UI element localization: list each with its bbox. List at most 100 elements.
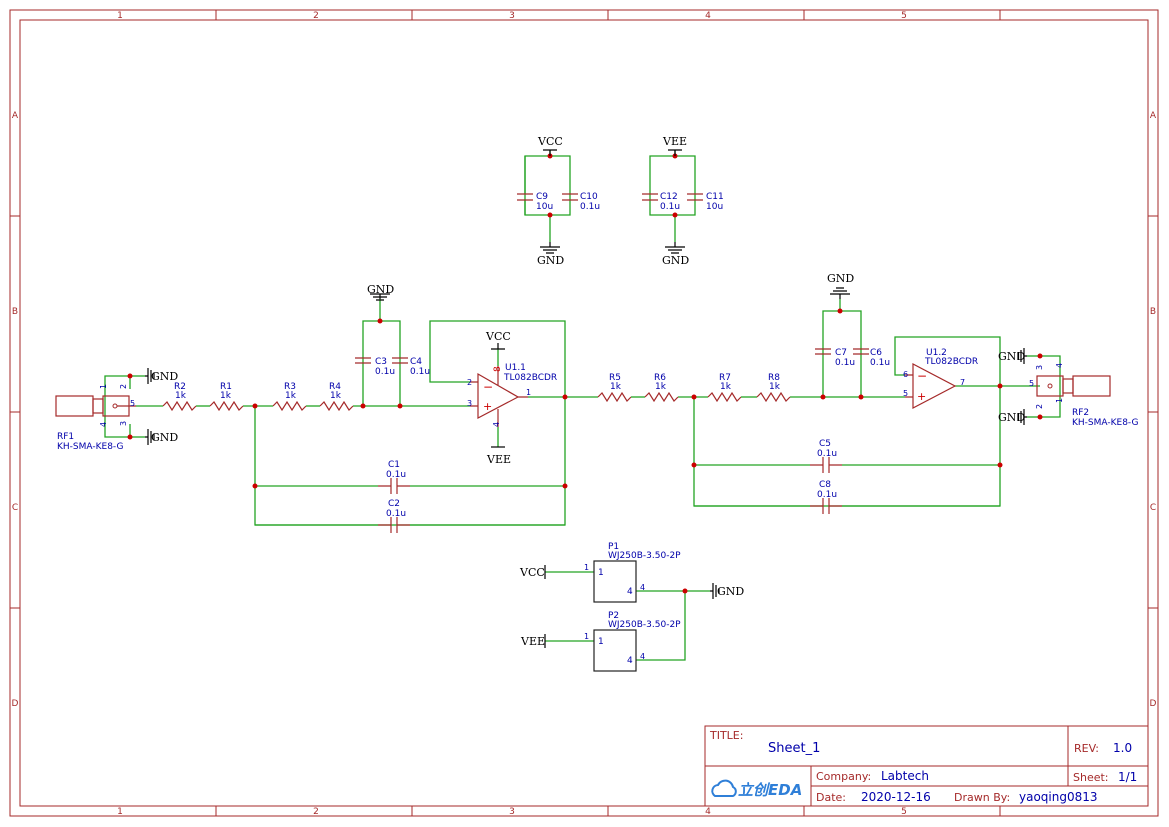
svg-text:+: + bbox=[917, 390, 926, 403]
svg-text:C9: C9 bbox=[536, 192, 548, 202]
svg-text:6: 6 bbox=[903, 370, 908, 379]
svg-text:1k: 1k bbox=[655, 382, 667, 392]
svg-text:4: 4 bbox=[640, 652, 645, 661]
svg-text:0.1u: 0.1u bbox=[870, 358, 890, 368]
u1-1-value: TL082BCDR bbox=[503, 373, 557, 383]
gnd-symbol-rf2-bottom: GND bbox=[998, 409, 1027, 425]
zone-col-4-bottom: 4 bbox=[705, 807, 711, 817]
sma-connector-rf2: 1 2 3 4 5 RF2 KH-SMA-KE8-G bbox=[1029, 363, 1138, 428]
capacitor-c3: C3 0.1u bbox=[355, 357, 395, 377]
svg-text:0.1u: 0.1u bbox=[386, 509, 406, 519]
svg-text:C5: C5 bbox=[819, 439, 831, 449]
svg-text:0.1u: 0.1u bbox=[375, 367, 395, 377]
svg-text:GND: GND bbox=[998, 411, 1025, 424]
svg-text:1: 1 bbox=[598, 568, 604, 578]
title-block: TITLE: Sheet_1 REV: 1.0 Company: Labtech… bbox=[704, 725, 1149, 807]
drawn-by-label: Drawn By: bbox=[954, 791, 1010, 804]
p2-ref: P2 bbox=[608, 611, 619, 621]
vee-symbol-decoupling: VEE bbox=[662, 135, 687, 156]
svg-text:VEE: VEE bbox=[662, 135, 687, 148]
resistor-r2: R2 1k bbox=[162, 382, 197, 412]
zone-col-5-top: 5 bbox=[901, 11, 907, 21]
zone-col-3-top: 3 bbox=[509, 11, 515, 21]
svg-text:R5: R5 bbox=[609, 373, 621, 383]
zone-col-5-bottom: 5 bbox=[901, 807, 907, 817]
svg-text:VCC: VCC bbox=[485, 330, 511, 343]
svg-text:5: 5 bbox=[903, 389, 908, 398]
rev-value: 1.0 bbox=[1113, 741, 1132, 755]
vee-symbol-p2: VEE bbox=[520, 634, 546, 648]
svg-text:4: 4 bbox=[492, 422, 501, 427]
zone-row-a-right: A bbox=[1150, 111, 1157, 121]
resistor-r5: R5 1k bbox=[597, 373, 632, 403]
capacitor-c11: C11 10u bbox=[687, 192, 724, 212]
vee-symbol-u1: VEE bbox=[486, 446, 511, 466]
svg-text:0.1u: 0.1u bbox=[835, 358, 855, 368]
svg-text:R8: R8 bbox=[768, 373, 780, 383]
svg-text:C4: C4 bbox=[410, 357, 422, 367]
svg-text:1k: 1k bbox=[175, 391, 187, 401]
svg-text:4: 4 bbox=[99, 422, 108, 427]
title-label: TITLE: bbox=[709, 729, 743, 742]
svg-text:VEE: VEE bbox=[486, 453, 511, 466]
svg-text:0.1u: 0.1u bbox=[817, 449, 837, 459]
vcc-symbol-decoupling: VCC bbox=[537, 135, 563, 156]
svg-text:C6: C6 bbox=[870, 348, 882, 358]
svg-text:1: 1 bbox=[584, 632, 589, 641]
zone-row-c-left: C bbox=[12, 503, 18, 513]
capacitor-c9: C9 10u bbox=[517, 156, 553, 215]
svg-text:0.1u: 0.1u bbox=[817, 490, 837, 500]
resistor-r6: R6 1k bbox=[631, 373, 679, 403]
company-label: Company: bbox=[816, 770, 871, 783]
zone-col-1-top: 1 bbox=[117, 11, 123, 21]
vcc-symbol-p1: VCC bbox=[519, 565, 546, 579]
svg-text:3: 3 bbox=[119, 421, 128, 426]
svg-text:1k: 1k bbox=[330, 391, 342, 401]
gnd-symbol-rf1-top: GND bbox=[145, 368, 178, 384]
date-value: 2020-12-16 bbox=[861, 790, 931, 804]
svg-text:C8: C8 bbox=[819, 480, 831, 490]
u1-2-value: TL082BCDR bbox=[924, 357, 978, 367]
sheet-value: 1/1 bbox=[1118, 770, 1137, 784]
svg-text:1k: 1k bbox=[720, 382, 732, 392]
company-value: Labtech bbox=[881, 769, 929, 783]
svg-text:1k: 1k bbox=[285, 391, 297, 401]
svg-text:0.1u: 0.1u bbox=[386, 470, 406, 480]
gnd-symbol-terminals: GND bbox=[710, 583, 744, 599]
svg-text:8: 8 bbox=[493, 366, 503, 372]
resistor-r4: R4 1k bbox=[306, 382, 354, 412]
zone-row-c-right: C bbox=[1150, 503, 1156, 513]
p1-value: WJ250B-3.50-2P bbox=[608, 551, 681, 561]
svg-text:5: 5 bbox=[130, 399, 135, 408]
svg-text:4: 4 bbox=[627, 656, 633, 666]
svg-text:R4: R4 bbox=[329, 382, 341, 392]
svg-text:3: 3 bbox=[467, 399, 472, 408]
svg-text:1: 1 bbox=[1055, 398, 1064, 403]
svg-text:C3: C3 bbox=[375, 357, 387, 367]
svg-text:VEE: VEE bbox=[520, 635, 545, 648]
terminal-p1: P1 WJ250B-3.50-2P 1 1 4 4 bbox=[584, 542, 681, 603]
svg-text:5: 5 bbox=[1029, 379, 1034, 388]
capacitor-c10: C10 0.1u bbox=[562, 192, 600, 212]
svg-text:GND: GND bbox=[827, 272, 854, 285]
svg-text:4: 4 bbox=[627, 587, 633, 597]
svg-text:−: − bbox=[917, 369, 927, 383]
capacitor-c4: C4 0.1u bbox=[392, 357, 430, 377]
logo-text: 立创EDA bbox=[738, 781, 802, 799]
svg-text:R6: R6 bbox=[654, 373, 666, 383]
svg-text:VCC: VCC bbox=[519, 566, 545, 579]
rf2-value: KH-SMA-KE8-G bbox=[1072, 418, 1138, 428]
sma-connector-rf1: 1 2 3 4 5 RF1 KH-SMA-KE8-G bbox=[55, 384, 136, 452]
zone-row-b-left: B bbox=[12, 307, 18, 317]
p2-value: WJ250B-3.50-2P bbox=[608, 620, 681, 630]
sheet-title: Sheet_1 bbox=[768, 741, 820, 756]
svg-text:C11: C11 bbox=[706, 192, 724, 202]
svg-text:0.1u: 0.1u bbox=[660, 202, 680, 212]
rf2-ref: RF2 bbox=[1072, 408, 1089, 418]
gnd-symbol-decoupling-vcc: GND bbox=[537, 242, 564, 267]
drawn-by-value: yaoqing0813 bbox=[1019, 790, 1098, 804]
svg-text:1: 1 bbox=[99, 384, 108, 389]
rf1-ref: RF1 bbox=[57, 432, 74, 442]
terminal-p2: P2 WJ250B-3.50-2P 1 1 4 4 bbox=[584, 611, 681, 672]
svg-text:4: 4 bbox=[1055, 363, 1064, 368]
